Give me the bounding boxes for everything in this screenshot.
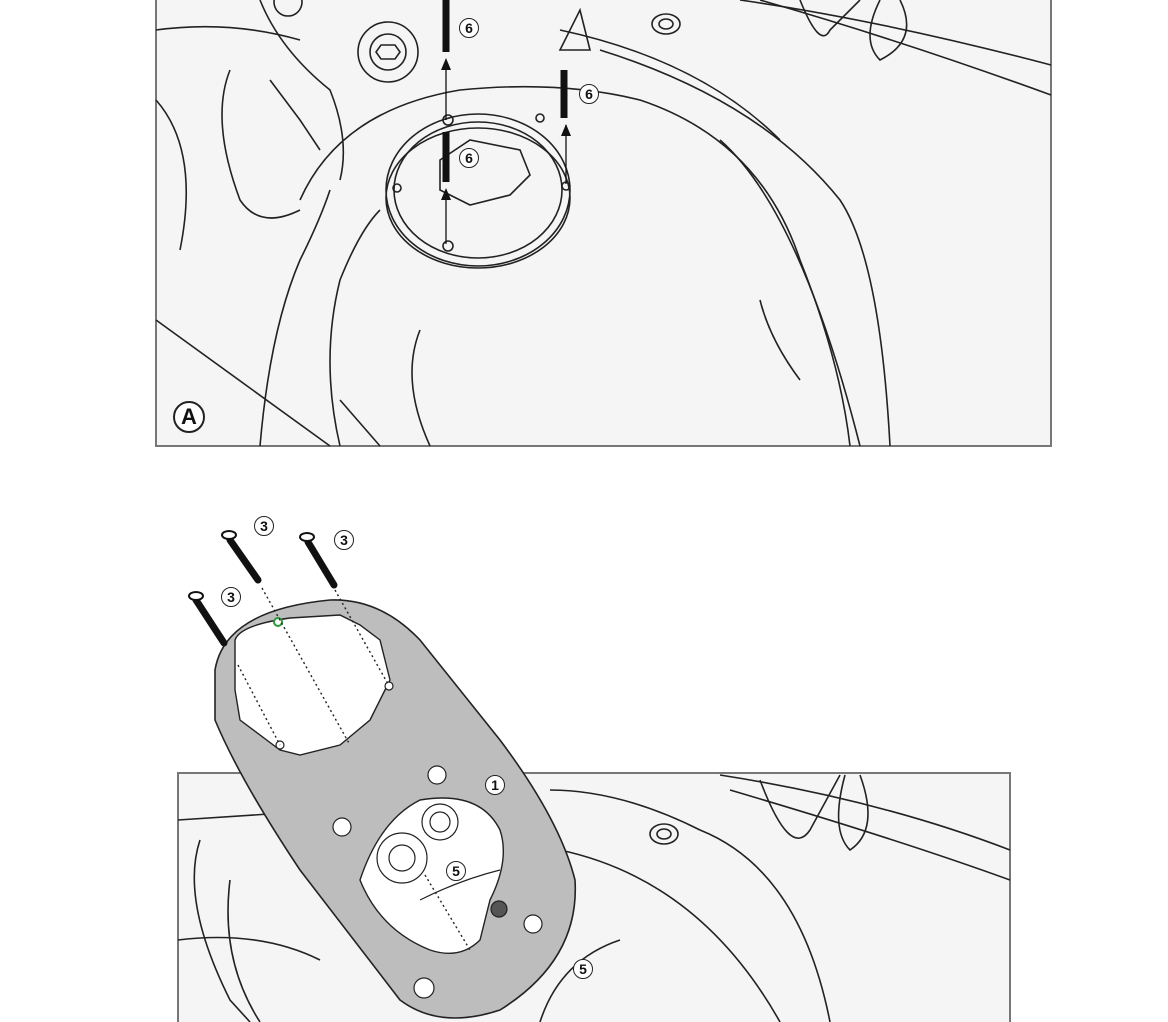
callout-part-6: 6 — [579, 84, 599, 104]
callout-part-6: 6 — [459, 18, 479, 38]
callout-part-5: 5 — [573, 959, 593, 979]
figure-label-a: A — [173, 401, 205, 433]
callout-part-1: 1 — [485, 775, 505, 795]
panel-a — [155, 0, 1052, 447]
callout-part-3: 3 — [221, 587, 241, 607]
callout-part-6: 6 — [459, 148, 479, 168]
callout-part-3: 3 — [334, 530, 354, 550]
callout-part-3: 3 — [254, 516, 274, 536]
panel-b — [177, 530, 1011, 1022]
callout-part-5: 5 — [446, 861, 466, 881]
